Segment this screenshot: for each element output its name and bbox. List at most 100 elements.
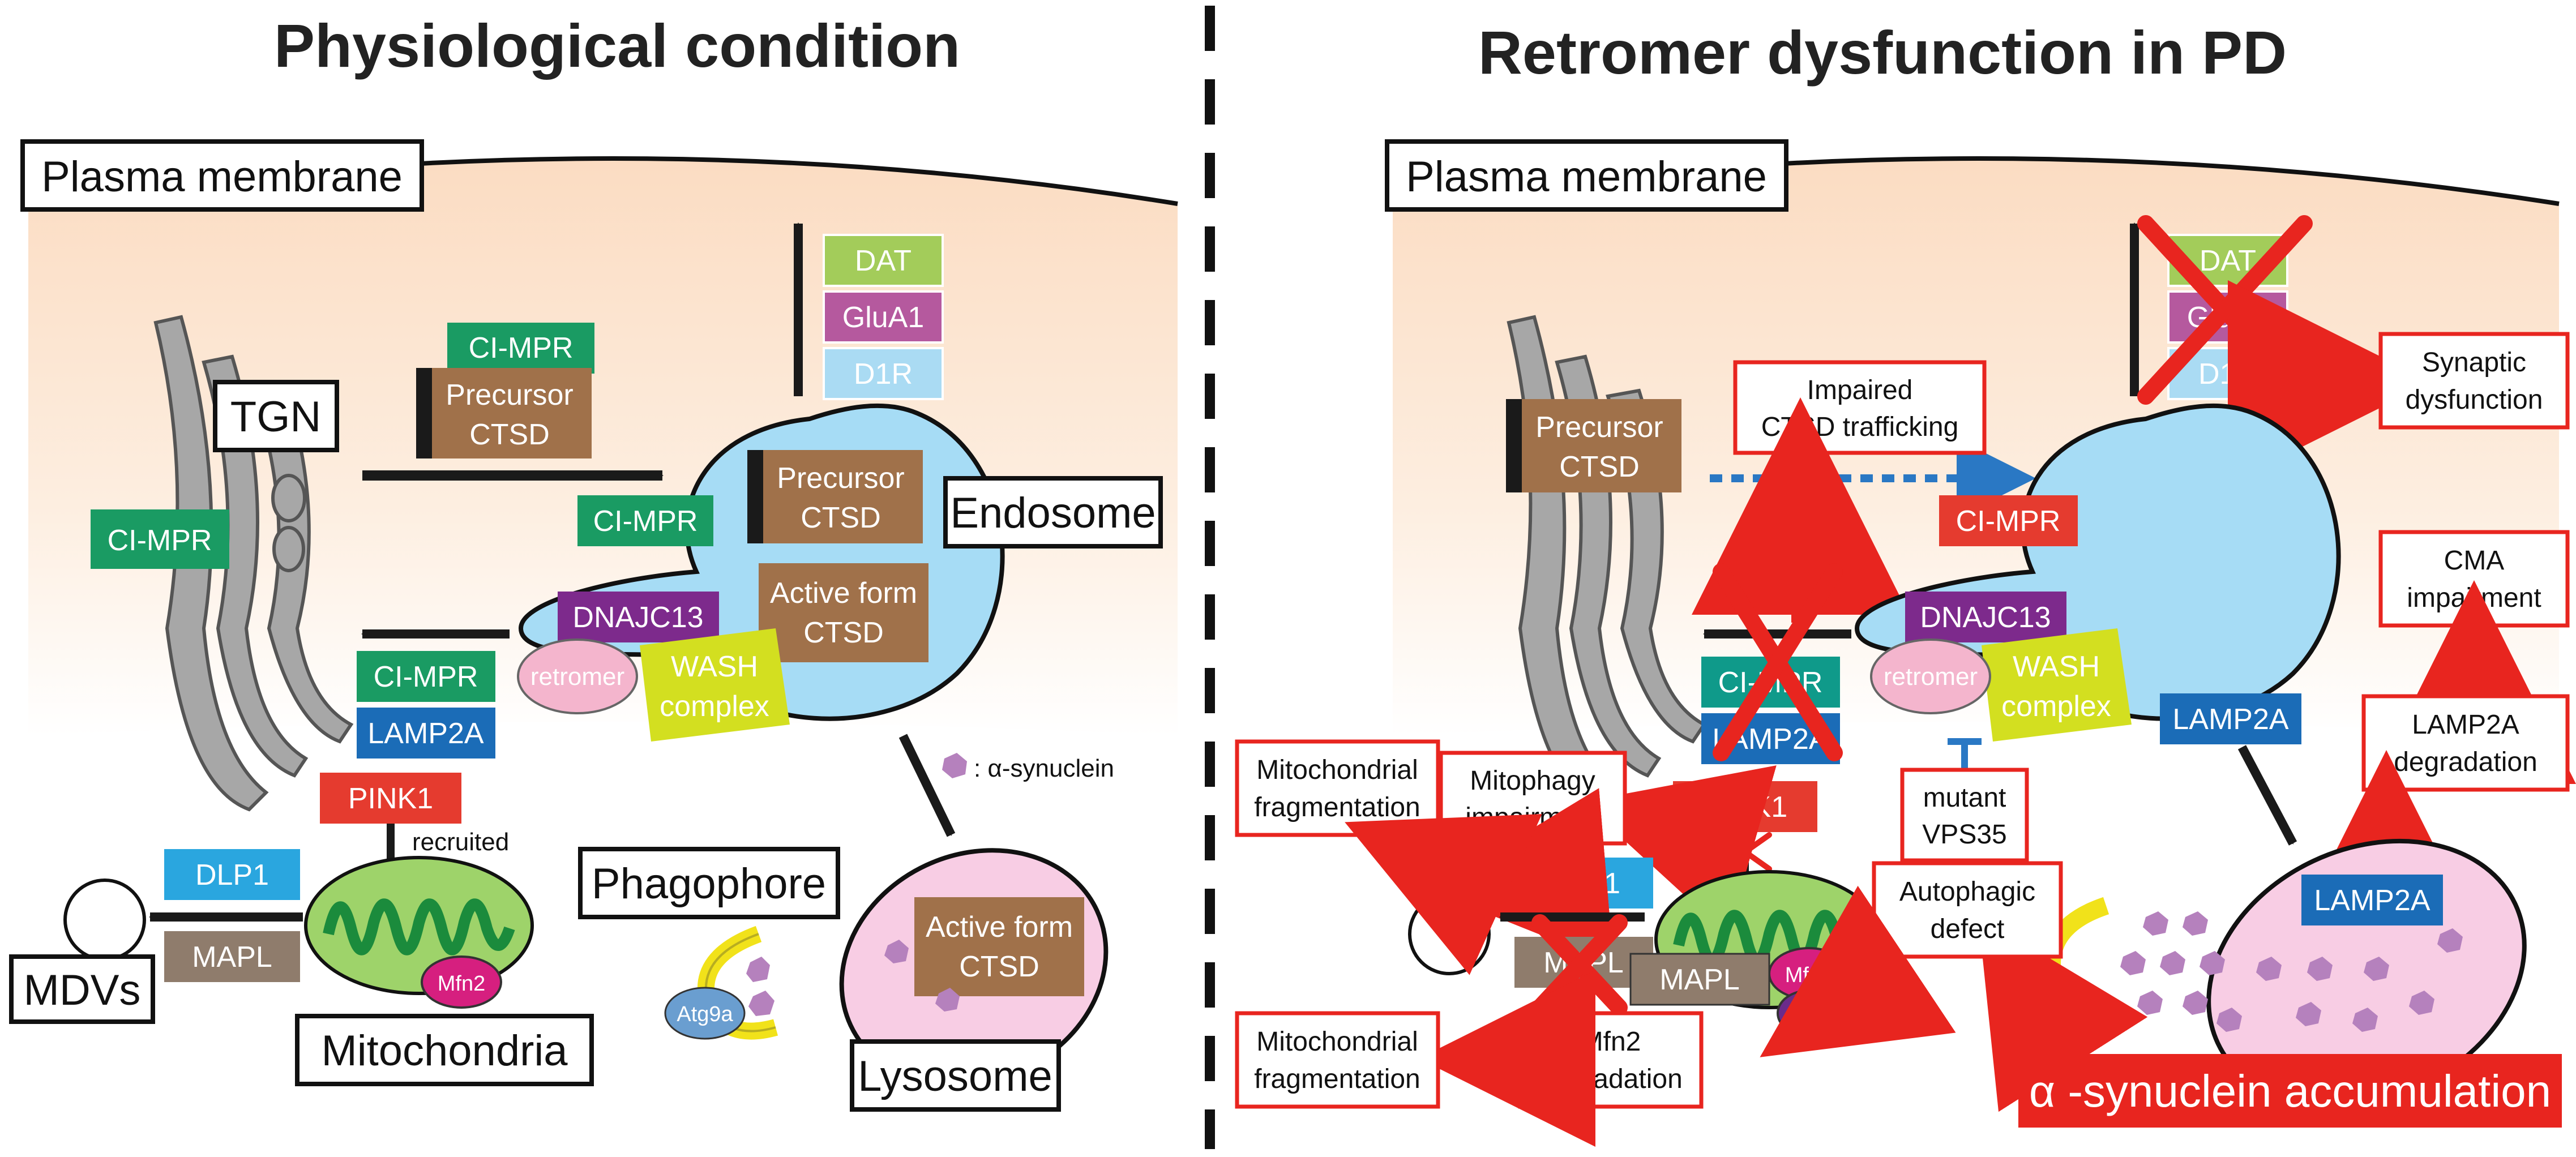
ci-mpr-retro: CI-MPR [357,651,495,702]
synuclein-dot [935,988,960,1012]
dnajc13-right: DNAJC13 [1905,592,2066,642]
mapl-left: MAPL [164,931,300,982]
svg-text:Mfn2: Mfn2 [1785,963,1833,987]
svg-text:PINK1: PINK1 [1702,791,1787,824]
retromer-right: retromer [1870,639,1991,714]
synuclein-legend-text: : α-synuclein [974,755,1114,782]
mfn2-degradation-label: Mfn2 degradation [1518,1011,1704,1109]
svg-text:dysfunction: dysfunction [2406,385,2543,415]
svg-text:TGN: TGN [230,393,321,441]
right-panel: Retromer dysfunction in PD Plasma membra… [1235,18,2576,1147]
svg-text:Mitochondria: Mitochondria [321,1027,568,1075]
ci-mpr-tgn: CI-MPR [91,509,229,569]
svg-text:MAPL: MAPL [192,941,272,974]
mitochondria-label: Mitochondria [295,1014,594,1086]
autophagic-defect-label: Autophagic defect [1872,861,2063,959]
arrow-to-mito-frag-top [1345,814,1542,975]
mito-frag-bottom-label: Mitochondrial fragmentation [1235,1011,1440,1109]
wash-complex-right: WASH complex [1982,628,2132,742]
svg-text:complex: complex [2001,690,2111,723]
svg-text:retromer: retromer [530,663,624,691]
right-plasma-membrane-label: Plasma membrane [1385,139,1788,212]
svg-text:Mitochondrial: Mitochondrial [1256,1027,1418,1057]
svg-text:DAT: DAT [2200,245,2256,277]
arrow-to-lysosome-right [2237,745,2297,846]
svg-text:retromer: retromer [1884,663,1978,691]
active-ctsd-endosome: Active form CTSD [759,563,928,662]
mfn2-left: Mfn2 [421,955,502,1009]
svg-text:DAT: DAT [855,245,912,277]
lysosome-label: Lysosome [850,1039,1061,1112]
svg-text:Synaptic: Synaptic [2422,348,2526,378]
ci-mpr-right-endosome: CI-MPR [1939,495,2078,546]
mitophagy-impairment-label: Mitophagy impairment [1439,751,1627,846]
synuclein-dot [748,991,774,1016]
svg-text:Precursor: Precursor [777,462,904,495]
ci-mpr-precursor-complex: CI-MPR Precursor CTSD [416,323,594,458]
tgn-label: TGN [213,380,339,452]
endosome-label: Endosome [943,476,1163,548]
svg-text:impairment: impairment [1465,803,1599,833]
dlp1-right: DLP1 [1514,858,1653,909]
svg-text:CTSD: CTSD [801,502,881,534]
arrow-dlp1-red [1430,788,1614,965]
svg-text:LAMP2A: LAMP2A [2172,703,2289,736]
right-title: Retromer dysfunction in PD [1478,18,2287,87]
svg-text:α -synuclein accumulation: α -synuclein accumulation [2029,1066,2551,1116]
svg-text:fragmentation: fragmentation [1254,1064,1420,1094]
svg-text:Active form: Active form [770,577,917,610]
svg-text:PINK1: PINK1 [348,782,433,815]
svg-text:LAMP2A: LAMP2A [367,717,484,750]
ci-mpr-endosome: CI-MPR [577,495,713,546]
left-plasma-membrane-label: Plasma membrane [20,139,424,212]
svg-text:CMA: CMA [2444,546,2505,576]
synuclein-accumulation-banner: α -synuclein accumulation [2018,1054,2562,1128]
svg-text:DLP1: DLP1 [195,859,269,892]
svg-text:degradation: degradation [2394,747,2538,777]
svg-text:DNAJC13: DNAJC13 [1920,601,2051,634]
svg-text:Autophagic: Autophagic [1899,877,2035,907]
pink1-left: PINK1 [320,773,461,824]
impaired-ctsd-label: Impaired CTSD trafficking [1733,360,1987,455]
phagophore-label: Phagophore [578,847,840,919]
synaptic-dysfunction-label: Synaptic dysfunction [2378,332,2570,430]
synuclein-cluster-lysosome [2216,928,2463,1032]
lamp2a-degradation-label: LAMP2A degradation [2361,694,2570,792]
cross-retrograde [1713,563,1843,761]
svg-text:CI-MPR: CI-MPR [593,505,698,538]
mdvs-label: MDVs [9,954,155,1024]
svg-text:DNAJC13: DNAJC13 [572,601,703,634]
arrow-to-autophagic [1978,915,2148,1112]
synuclein-legend-dot [942,753,967,778]
svg-text:LAMP2A: LAMP2A [2412,710,2519,740]
glua1-box: GluA1 [823,290,944,344]
svg-text:Plasma membrane: Plasma membrane [41,153,403,201]
svg-text:Plasma membrane: Plasma membrane [1406,153,1767,201]
dnajc13-left: DNAJC13 [558,592,719,642]
svg-text:Active form: Active form [926,911,1073,944]
dlp1-left: DLP1 [164,849,300,900]
synuclein-dot [746,957,770,982]
svg-text:CI-MPR: CI-MPR [108,524,212,557]
lamp2a-retro: LAMP2A [357,708,495,759]
svg-text:Mitophagy: Mitophagy [1470,766,1595,796]
svg-text:MDVs: MDVs [24,966,141,1014]
left-title: Physiological condition [274,11,960,80]
wash-complex-left: WASH complex [640,628,790,742]
mito-frag-top-label: Mitochondrial fragmentation [1235,739,1440,837]
svg-text:WASH: WASH [671,650,758,683]
precursor-ctsd-right: Precursor CTSD [1506,399,1681,492]
lamp2a-lysosome: LAMP2A [2301,875,2443,925]
svg-text:CTSD trafficking: CTSD trafficking [1761,412,1959,442]
svg-text:degradation: degradation [1539,1064,1683,1094]
svg-text:WASH: WASH [2013,650,2100,683]
svg-text:Atg9a: Atg9a [677,1002,733,1026]
svg-text:fragmentation: fragmentation [1254,792,1420,822]
svg-text:CTSD: CTSD [469,418,550,451]
recruited-label: recruited [412,828,509,856]
svg-text:VPS35: VPS35 [1922,820,2006,850]
svg-text:Mfn2: Mfn2 [1581,1027,1641,1057]
active-ctsd-lysosome: Active form CTSD [914,897,1084,996]
svg-text:Phagophore: Phagophore [592,860,826,908]
svg-text:Mfn2: Mfn2 [438,972,485,996]
